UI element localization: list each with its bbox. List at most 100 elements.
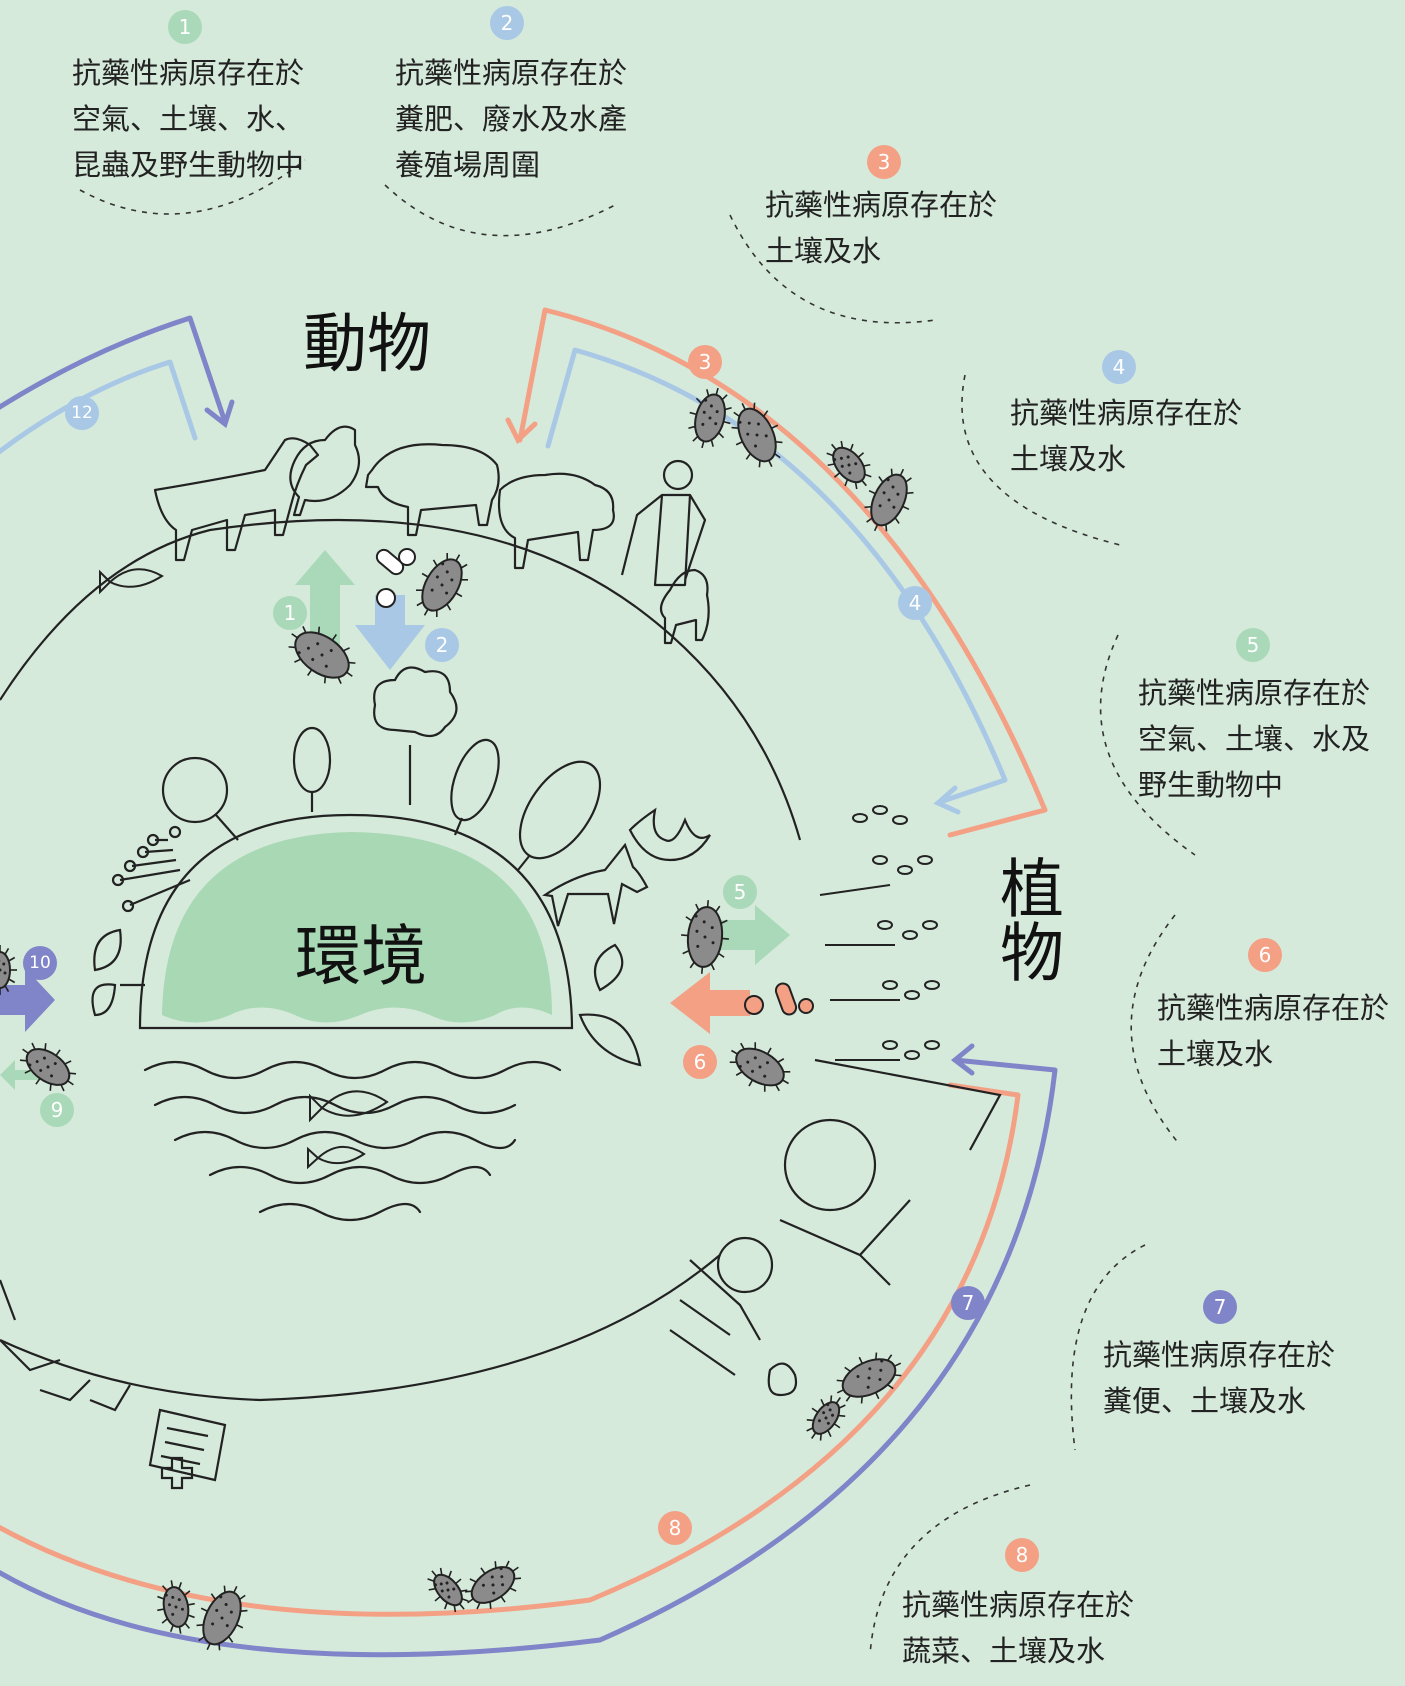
tree-icon: [292, 726, 332, 812]
flow-number-marker: 10: [23, 946, 57, 980]
note-line: 抗藥性病原存在於: [1138, 676, 1371, 710]
bacterium-icon: [464, 1560, 522, 1610]
dashed-arc-7: [1070, 1244, 1146, 1451]
bacterium-icon: [836, 1352, 902, 1404]
chicken-icon: [289, 425, 361, 517]
leaf-icon: [91, 928, 145, 1017]
wave-icon: [208, 1165, 492, 1185]
note-number-badge: 8: [1005, 1538, 1039, 1572]
note-line: 抗藥性病原存在於: [395, 56, 628, 90]
bacterium-icon: [19, 1042, 77, 1092]
inner-ring: [0, 518, 802, 841]
flow-number-marker: 6: [683, 1045, 717, 1079]
path-7-purple: [0, 1057, 1058, 1658]
note-line: 野生動物中: [1138, 768, 1284, 802]
note-number-badge: 3: [867, 145, 901, 179]
path-12-purple: [0, 315, 228, 425]
arrowhead-4: [933, 785, 961, 815]
note-text: 抗藥性病原存在於土壤及水: [765, 182, 997, 274]
dog-icon: [659, 568, 710, 645]
note-text: 抗藥性病原存在於糞便、土壤及水: [1103, 1332, 1335, 1424]
note-line: 昆蟲及野生動物中: [72, 148, 305, 182]
bacterium-icon: [864, 468, 914, 532]
note-line: 抗藥性病原存在於: [1103, 1338, 1336, 1372]
pill-icon: [375, 548, 405, 576]
pig-icon: [364, 443, 500, 537]
fish-icon: [99, 568, 164, 595]
note-text: 抗藥性病原存在於土壤及水: [1157, 985, 1389, 1077]
note-line: 抗藥性病原存在於: [72, 56, 305, 90]
path-number-marker: 7: [951, 1286, 985, 1320]
flow-number-marker: 9: [40, 1093, 74, 1127]
bacterium-icon: [0, 945, 17, 995]
plant-stalks: [111, 825, 191, 913]
flow-arrows: [0, 550, 790, 1090]
inner-ring-bottom: [0, 1254, 721, 1402]
bacterium-icon: [196, 1585, 248, 1651]
wave-icon: [153, 1095, 517, 1115]
path-3-orange: [517, 307, 1048, 838]
bacterium-icon: [288, 626, 356, 684]
bacterium-icon: [729, 1042, 791, 1092]
wheat-icon: [819, 805, 940, 1061]
path-4-lightblue: [545, 347, 1008, 805]
note-line: 蔬菜、土壤及水: [902, 1634, 1106, 1668]
note-line: 空氣、土壤、水及: [1138, 722, 1371, 756]
path-arrowheads: [204, 399, 975, 1076]
note-line: 空氣、土壤、水、: [72, 102, 305, 136]
animals: [153, 425, 710, 645]
flow-number-marker: 1: [273, 596, 307, 630]
path-number-marker: 8: [658, 1511, 692, 1545]
wave-icon: [258, 1202, 422, 1222]
note-line: 抗藥性病原存在於: [1010, 396, 1243, 430]
pills: [375, 548, 814, 1016]
note-text: 抗藥性病原存在於空氣、土壤、水及野生動物中: [1138, 670, 1370, 808]
bacterium-icon: [731, 402, 783, 468]
cow-icon: [153, 437, 320, 562]
dashed-arc-6: [1130, 914, 1181, 1146]
arrowhead-7: [950, 1043, 975, 1076]
path-number-marker: 3: [688, 345, 722, 379]
arrow-5-right: [720, 905, 790, 965]
note-line: 抗藥性病原存在於: [765, 188, 998, 222]
path-number-marker: 4: [898, 586, 932, 620]
note-line: 土壤及水: [765, 234, 882, 268]
dashed-arc-8: [869, 1484, 1031, 1656]
pill-icon: [744, 995, 764, 1015]
dashed-arc-3: [729, 214, 936, 324]
pill-icon: [798, 998, 814, 1014]
wave-icon: [143, 1060, 562, 1080]
heading-plants: 植物: [989, 855, 1063, 983]
leaf-icon: [578, 943, 642, 1067]
dashed-arc-4: [961, 374, 1121, 546]
bacterium-icon: [688, 387, 732, 449]
flow-number-marker: 5: [723, 875, 757, 909]
path-8-orange: [0, 1082, 1021, 1617]
heading-animals: 動物: [303, 308, 431, 382]
flow-number-marker: 2: [425, 628, 459, 662]
bat-icon: [628, 807, 711, 862]
sheep-icon: [497, 472, 615, 570]
bacterium-icon: [806, 1395, 846, 1441]
dashed-arc-2: [384, 184, 616, 237]
note-number-badge: 7: [1203, 1290, 1237, 1324]
water-waves: [143, 1060, 562, 1222]
note-line: 抗藥性病原存在於: [1157, 991, 1390, 1025]
note-number-badge: 5: [1236, 628, 1270, 662]
bacterium-icon: [681, 900, 729, 974]
farmer-icon: [620, 459, 707, 587]
note-dashed-arcs: [79, 159, 1196, 1656]
note-line: 土壤及水: [1157, 1037, 1274, 1071]
hospital-icon: [0, 1279, 227, 1490]
note-number-badge: 4: [1102, 350, 1136, 384]
bacteria-group: [0, 387, 914, 1651]
bacterium-icon: [415, 553, 469, 617]
note-line: 土壤及水: [1010, 442, 1127, 476]
bacterium-icon: [427, 1567, 469, 1613]
note-text: 抗藥性病原存在於蔬菜、土壤及水: [902, 1582, 1134, 1674]
earth-fill: [162, 832, 552, 1023]
fish-icon: [309, 1090, 389, 1123]
tree-icon: [373, 666, 458, 805]
